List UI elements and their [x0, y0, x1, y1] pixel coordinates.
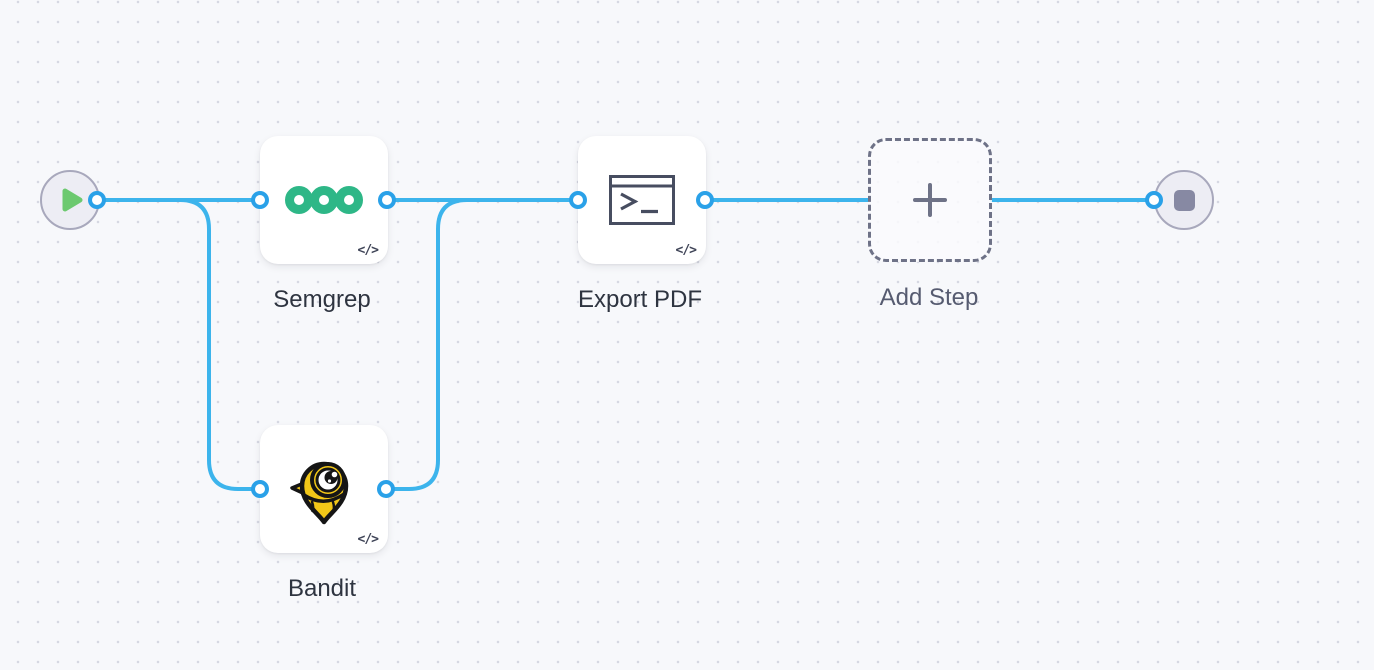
- port-semgrep-output[interactable]: [378, 191, 396, 209]
- node-label-bandit: Bandit: [287, 575, 357, 602]
- code-step-badge: </>: [357, 243, 380, 258]
- node-export-pdf[interactable]: </>: [578, 136, 706, 264]
- end-node[interactable]: [1154, 170, 1214, 230]
- node-bandit[interactable]: </>: [260, 425, 388, 553]
- port-export-pdf-output[interactable]: [696, 191, 714, 209]
- edge-start-bandit[interactable]: [95, 198, 253, 491]
- port-start-output[interactable]: [88, 191, 106, 209]
- bandit-logo-icon: [290, 461, 349, 525]
- node-label-semgrep: Semgrep: [273, 286, 371, 313]
- plus-icon: [913, 183, 947, 217]
- port-bandit-input[interactable]: [251, 480, 269, 498]
- code-step-badge: </>: [675, 243, 698, 258]
- node-semgrep[interactable]: </>: [260, 136, 388, 264]
- code-step-badge: </>: [357, 532, 380, 547]
- stop-icon: [1173, 189, 1195, 211]
- node-label-add-step: Add Step: [879, 284, 979, 311]
- play-icon: [62, 188, 83, 212]
- port-semgrep-input[interactable]: [251, 191, 269, 209]
- terminal-icon: [609, 175, 675, 225]
- node-label-export-pdf: Export PDF: [577, 286, 703, 313]
- add-step-button[interactable]: [868, 138, 992, 262]
- edge-bandit-exportpdf[interactable]: [384, 198, 571, 491]
- port-bandit-output[interactable]: [377, 480, 395, 498]
- port-end-input[interactable]: [1145, 191, 1163, 209]
- port-export-pdf-input[interactable]: [569, 191, 587, 209]
- semgrep-logo-icon: [285, 186, 363, 214]
